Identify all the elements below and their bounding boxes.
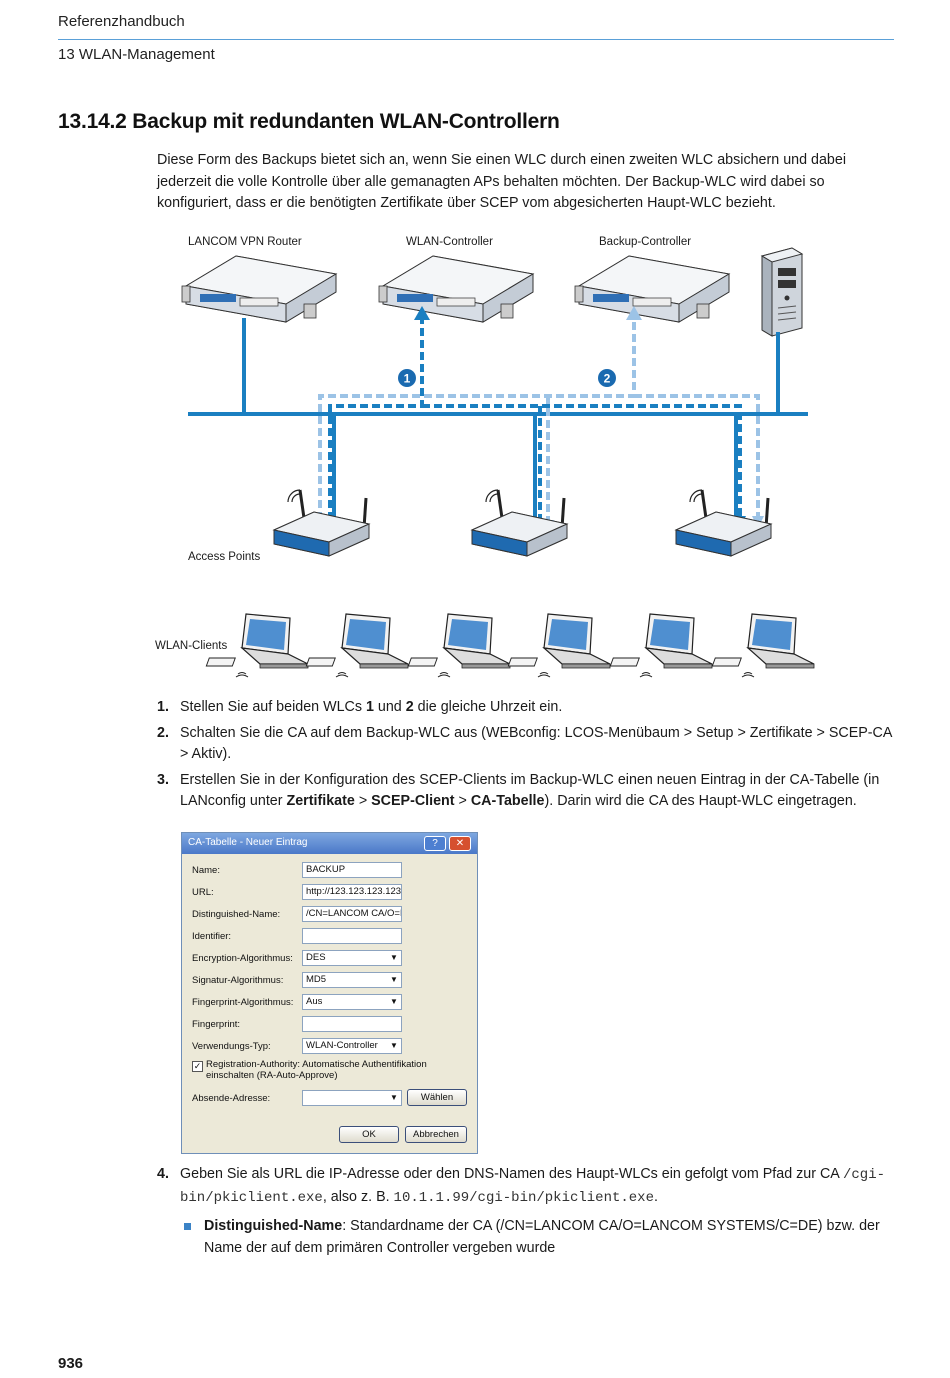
ok-button[interactable]: OK	[339, 1126, 399, 1143]
cancel-button[interactable]: Abbrechen	[405, 1126, 467, 1143]
marker-1: 1	[398, 369, 416, 387]
name-field[interactable]: BACKUP	[302, 862, 402, 878]
fingerprint-field[interactable]	[302, 1016, 402, 1032]
chevron-down-icon: ▼	[390, 1093, 398, 1102]
step-4: 4.Geben Sie als URL die IP-Adresse oder …	[157, 1166, 886, 1206]
network-diagram: LANCOM VPN Router WLAN-Controller Backup…	[155, 236, 815, 678]
choose-button[interactable]: Wählen	[407, 1089, 467, 1106]
chevron-down-icon: ▼	[390, 1041, 398, 1050]
sender-address-select[interactable]: ▼	[302, 1090, 402, 1106]
header-rule	[58, 39, 894, 40]
server-device	[760, 247, 804, 337]
step-3: 3.Erstellen Sie in der Konfiguration des…	[157, 771, 880, 810]
label-wlan-clients: WLAN-Clients	[155, 640, 227, 652]
identifier-field[interactable]	[302, 928, 402, 944]
signature-select[interactable]: MD5▼	[302, 972, 402, 988]
section-title: 13.14.2 Backup mit redundanten WLAN-Cont…	[58, 110, 560, 133]
bullet-distinguished-name: Distinguished-Name: Standardname der CA …	[184, 1216, 896, 1259]
router-device	[181, 255, 337, 323]
distinguished-name-field[interactable]: /CN=LANCOM CA/O=L	[302, 906, 402, 922]
help-icon[interactable]: ?	[424, 836, 446, 851]
ca-table-dialog: CA-Tabelle - Neuer Eintrag ? ✕ Name: BAC…	[181, 832, 478, 1154]
svg-text:1: 1	[404, 372, 411, 386]
wlan-client-3	[407, 613, 511, 678]
label-access-points: Access Points	[188, 551, 260, 563]
running-header-chapter: 13 WLAN-Management	[58, 46, 215, 63]
close-icon[interactable]: ✕	[449, 836, 471, 851]
wlan-client-2	[305, 613, 409, 678]
chevron-down-icon: ▼	[390, 953, 398, 962]
chevron-down-icon: ▼	[390, 997, 398, 1006]
backup-controller-device	[574, 255, 730, 323]
usage-type-select[interactable]: WLAN-Controller▼	[302, 1038, 402, 1054]
url-field[interactable]: http://123.123.123.123	[302, 884, 402, 900]
steps-list-continued: 4.Geben Sie als URL die IP-Adresse oder …	[157, 1164, 897, 1213]
wlan-client-4	[507, 613, 611, 678]
encryption-label: Encryption-Algorithmus:	[192, 953, 293, 964]
label-backup-controller: Backup-Controller	[599, 236, 691, 248]
wlan-controller-device	[378, 255, 534, 323]
usage-type-label: Verwendungs-Typ:	[192, 1041, 271, 1052]
signature-label: Signatur-Algorithmus:	[192, 975, 284, 986]
fingerprint-algorithm-label: Fingerprint-Algorithmus:	[192, 997, 294, 1008]
url-label: URL:	[192, 887, 214, 898]
marker-2: 2	[598, 369, 616, 387]
svg-text:2: 2	[604, 372, 611, 386]
fingerprint-algorithm-select[interactable]: Aus▼	[302, 994, 402, 1010]
sender-address-label: Absende-Adresse:	[192, 1093, 271, 1104]
wlan-client-5	[609, 613, 713, 678]
step-1: 1.Stellen Sie auf beiden WLCs 1 und 2 di…	[157, 699, 563, 715]
chevron-down-icon: ▼	[390, 975, 398, 984]
access-point-1	[272, 488, 371, 558]
label-router: LANCOM VPN Router	[188, 236, 302, 248]
distinguished-name-label: Distinguished-Name:	[192, 909, 281, 920]
steps-list: 1.Stellen Sie auf beiden WLCs 1 und 2 di…	[157, 697, 897, 817]
encryption-select[interactable]: DES▼	[302, 950, 402, 966]
intro-paragraph: Diese Form des Backups bietet sich an, w…	[157, 152, 847, 211]
access-point-3	[674, 488, 773, 558]
name-label: Name:	[192, 865, 220, 876]
ra-auto-approve-checkbox[interactable]: ✓	[192, 1061, 203, 1072]
backup-management-path	[318, 316, 760, 523]
bullet-square-icon	[184, 1223, 191, 1230]
running-header-book: Referenzhandbuch	[58, 13, 185, 30]
fingerprint-label: Fingerprint:	[192, 1019, 241, 1030]
wlan-client-6	[711, 613, 815, 678]
access-point-2	[470, 488, 569, 558]
dialog-title: CA-Tabelle - Neuer Eintrag	[188, 837, 308, 848]
ra-auto-approve-label: Registration-Authority: Automatische Aut…	[206, 1059, 427, 1081]
label-wlan-controller: WLAN-Controller	[406, 236, 493, 248]
identifier-label: Identifier:	[192, 931, 232, 942]
main-management-path	[328, 316, 742, 523]
step-2: 2.Schalten Sie die CA auf dem Backup-WLC…	[157, 724, 892, 763]
dialog-title-bar: CA-Tabelle - Neuer Eintrag ? ✕	[182, 833, 477, 854]
page-number: 936	[58, 1355, 84, 1372]
